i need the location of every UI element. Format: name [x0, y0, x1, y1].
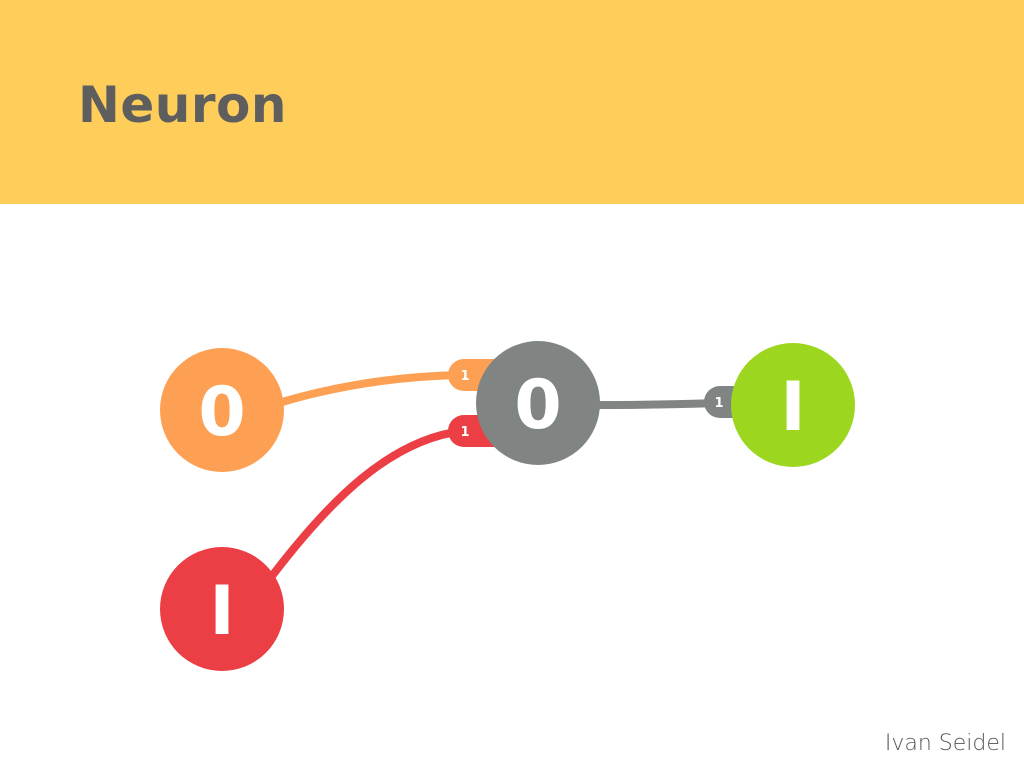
input-neuron-a: 0 [160, 348, 284, 472]
neuron-circle [160, 348, 284, 472]
output-neuron: I [731, 343, 855, 467]
neuron-value: 0 [198, 373, 245, 452]
hidden-neuron: 0 [476, 341, 600, 465]
connection-input-b-to-hidden: 1 [268, 415, 518, 580]
weight-label: 1 [714, 396, 723, 411]
neuron-circle [731, 343, 855, 467]
connection-line [594, 399, 722, 409]
neuron-value: I [780, 368, 805, 447]
input-neuron-b: I [160, 547, 284, 671]
connection-line [278, 371, 466, 406]
slide-title: Neuron [78, 76, 287, 134]
neuron-value: 0 [514, 366, 561, 445]
weight-label: 1 [460, 369, 469, 384]
connection-line [268, 427, 466, 580]
neuron-circle [160, 547, 284, 671]
neuron-value: I [209, 572, 234, 651]
weight-label: 1 [460, 425, 469, 440]
header-band [0, 0, 1024, 204]
neuron-circle [476, 341, 600, 465]
author-credit: Ivan Seidel [884, 731, 1006, 756]
